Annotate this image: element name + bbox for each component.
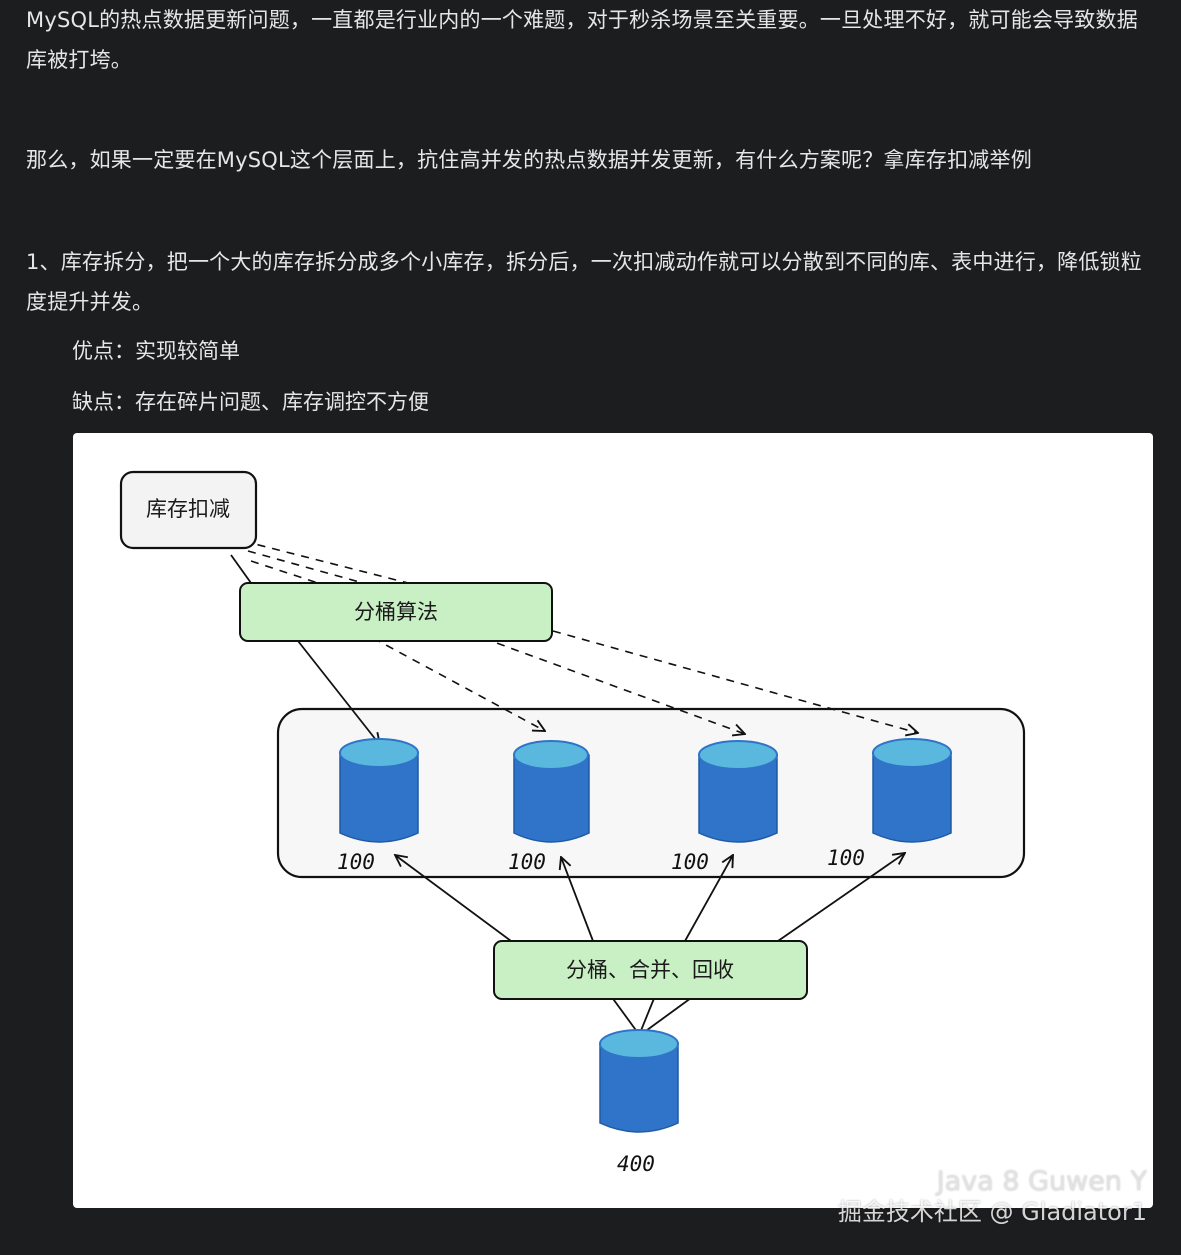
bucket-3-value: 100 <box>671 850 709 874</box>
merge-recycle-label: 分桶、合并、回收 <box>566 958 734 982</box>
bucket-algorithm-label: 分桶算法 <box>354 600 438 624</box>
bucket-4 <box>872 738 952 843</box>
pros-line: 优点：实现较简单 <box>72 339 240 363</box>
intro-paragraph: MySQL的热点数据更新问题，一直都是行业内的一个难题，对于秒杀场景至关重要。一… <box>26 8 1138 72</box>
item1-paragraph: 1、库存拆分，把一个大的库存拆分成多个小库存，拆分后，一次扣减动作就可以分散到不… <box>26 250 1142 314</box>
merge-recycle-box <box>493 940 808 1000</box>
deduct-box <box>119 470 258 550</box>
bucket-4-value: 100 <box>827 846 865 870</box>
bucket-1-value: 100 <box>337 850 375 874</box>
cons-line: 缺点：存在碎片问题、库存调控不方便 <box>72 390 429 414</box>
bucket-2 <box>513 740 590 843</box>
bucket-3 <box>698 740 778 843</box>
dashed-lines <box>242 540 918 734</box>
bucket-1 <box>339 738 419 843</box>
deduct-label: 库存扣减 <box>146 497 230 521</box>
bucket-algorithm-box <box>239 582 553 642</box>
watermark-line-2: 掘金技术社区 @ Gladiator1 <box>837 1198 1147 1226</box>
watermark-line-1: Java 8 Guwen Y <box>936 1166 1147 1197</box>
total-bucket <box>599 1029 679 1133</box>
inventory-split-diagram: 库存扣减 分桶算法 100 100 100 100 分桶、合并、回收 <box>73 433 1153 1208</box>
total-value: 400 <box>617 1152 655 1176</box>
bucket-group-frame <box>276 707 1026 879</box>
bucket-2-value: 100 <box>508 850 546 874</box>
solid-arrows <box>230 554 905 1034</box>
question-paragraph: 那么，如果一定要在MySQL这个层面上，抗住高并发的热点数据并发更新，有什么方案… <box>26 148 1032 172</box>
